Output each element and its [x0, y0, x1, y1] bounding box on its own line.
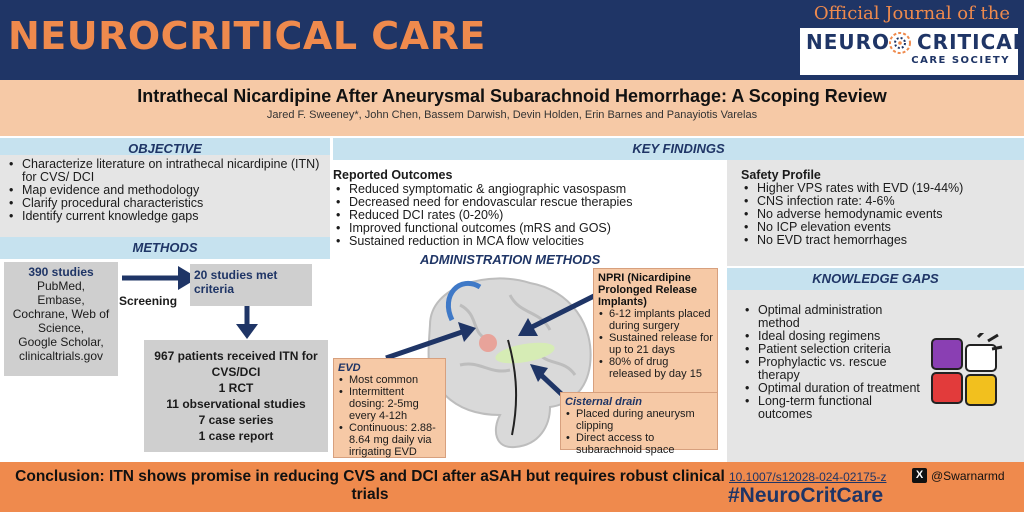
list-item: No adverse hemodynamic events	[741, 208, 1021, 222]
arrow-right-icon	[122, 266, 198, 290]
source-google-scholar: Google Scholar,	[18, 335, 104, 349]
list-item: Sustained reduction in MCA flow velociti…	[333, 235, 723, 249]
cisternal-title: Cisternal drain	[565, 396, 643, 408]
safety-profile: Safety Profile Higher VPS rates with EVD…	[741, 168, 1021, 247]
list-item: Decreased need for endovascular rescue t…	[333, 196, 723, 210]
evd-title: EVD	[338, 362, 361, 374]
conclusion-text: Conclusion: ITN shows promise in reducin…	[15, 468, 725, 503]
administration-methods-title: ADMINISTRATION METHODS	[420, 252, 601, 267]
evd-box: EVD Most common Intermittent dosing: 2-5…	[333, 358, 446, 458]
list-item: Clarify procedural characteristics	[6, 197, 324, 211]
screening-label: Screening	[119, 294, 178, 308]
title-band: Intrathecal Nicardipine After Aneurysmal…	[0, 80, 1024, 136]
list-item: Reduced symptomatic & angiographic vasos…	[333, 183, 723, 197]
society-logo: NEURO CRITICAL CARE SOCIETY	[800, 28, 1024, 75]
studies-count: 390 studies	[28, 265, 94, 279]
list-item: CNS infection rate: 4-6%	[741, 195, 1021, 209]
list-item: Map evidence and methodology	[6, 184, 324, 198]
list-item: Patient selection criteria	[742, 343, 924, 357]
list-item: No EVD tract hemorrhages	[741, 234, 1021, 248]
safety-list: Higher VPS rates with EVD (19-44%) CNS i…	[741, 182, 1021, 248]
official-journal-line: Official Journal of the	[813, 3, 1010, 24]
list-item: Optimal administration method	[742, 304, 924, 330]
rct-line: 1 RCT	[218, 381, 254, 395]
source-cochrane-wos: Cochrane, Web of Science,	[12, 307, 110, 335]
list-item: Optimal duration of treatment	[742, 382, 924, 396]
npri-box: NPRI (Nicardipine Prolonged Release Impl…	[593, 268, 718, 394]
source-embase: Embase,	[37, 293, 85, 307]
brain-network-icon	[889, 32, 911, 54]
list-item: Reduced DCI rates (0-20%)	[333, 209, 723, 223]
list-item: 6-12 implants placed during surgery	[598, 308, 713, 332]
patients-line: 967 patients received ITN for CVS/DCI	[154, 349, 318, 379]
list-item: Characterize literature on intrathecal n…	[6, 158, 324, 184]
cisternal-list: Placed during aneurysm clipping Direct a…	[565, 408, 713, 456]
outcomes-list: Reduced symptomatic & angiographic vasos…	[333, 183, 723, 249]
list-item: Continuous: 2.88-8.64 mg daily via irrig…	[338, 422, 441, 458]
source-clinicaltrials: clinicaltrials.gov	[18, 349, 104, 363]
list-item: Identify current knowledge gaps	[6, 210, 324, 224]
npri-title: NPRI (Nicardipine Prolonged Release Impl…	[598, 272, 698, 308]
reported-outcomes: Reported Outcomes Reduced symptomatic & …	[333, 168, 723, 248]
list-item: Most common	[338, 374, 441, 386]
arrow-down-icon	[236, 306, 258, 339]
npri-list: 6-12 implants placed during surgery Sust…	[598, 308, 713, 380]
footer-banner: Conclusion: ITN shows promise in reducin…	[0, 462, 1024, 512]
studies-source-box: 390 studies PubMed, Embase, Cochrane, We…	[4, 262, 118, 376]
evd-list: Most common Intermittent dosing: 2-5mg e…	[338, 374, 441, 458]
safety-title: Safety Profile	[741, 168, 821, 182]
key-findings-heading: KEY FINDINGS	[333, 138, 1024, 160]
list-item: Higher VPS rates with EVD (19-44%)	[741, 182, 1021, 196]
author-list: Jared F. Sweeney*, John Chen, Bassem Dar…	[266, 109, 758, 121]
list-item: Intermittent dosing: 2-5mg every 4-12h	[338, 386, 441, 422]
source-pubmed: PubMed,	[36, 279, 86, 293]
list-item: Ideal dosing regimens	[742, 330, 924, 344]
logo-society-text: CARE SOCIETY	[911, 55, 1010, 66]
doi-link[interactable]: 10.1007/s12028-024-02175-z	[729, 470, 887, 484]
case-report-line: 1 case report	[198, 429, 274, 443]
x-logo-icon: X	[912, 468, 927, 483]
cisternal-drain-box: Cisternal drain Placed during aneurysm c…	[560, 392, 718, 456]
journal-title: NEUROCRITICAL CARE	[8, 14, 486, 58]
list-item: Placed during aneurysm clipping	[565, 408, 713, 432]
list-item: No ICP elevation events	[741, 221, 1021, 235]
objective-heading: OBJECTIVE	[0, 138, 330, 160]
administration-arrows-icon	[385, 293, 596, 404]
list-item: Improved functional outcomes (mRS and GO…	[333, 222, 723, 236]
header-banner: NEUROCRITICAL CARE Official Journal of t…	[0, 0, 1024, 80]
list-item: Sustained release for up to 21 days	[598, 332, 713, 356]
methods-heading: METHODS	[0, 237, 330, 259]
logo-critical-text: CRITICAL	[917, 30, 1024, 54]
objective-list: Characterize literature on intrathecal n…	[6, 158, 324, 224]
social-handle[interactable]: @Swarnarmd	[931, 469, 1005, 483]
criteria-met-box: 20 studies met criteria	[190, 264, 312, 306]
article-title: Intrathecal Nicardipine After Aneurysmal…	[137, 86, 887, 106]
list-item: 80% of drug released by day 15	[598, 356, 713, 380]
knowledge-gaps-list: Optimal administration method Ideal dosi…	[742, 304, 924, 421]
patients-box: 967 patients received ITN for CVS/DCI 1 …	[144, 340, 328, 452]
knowledge-gaps-heading: KNOWLEDGE GAPS	[727, 268, 1024, 290]
outcomes-title: Reported Outcomes	[333, 168, 453, 182]
case-series-line: 7 case series	[198, 413, 274, 427]
logo-neuro-text: NEURO	[806, 30, 891, 54]
puzzle-icon	[931, 333, 1003, 406]
list-item: Long-term functional outcomes	[742, 395, 924, 421]
hashtag[interactable]: #NeuroCritCare	[728, 484, 884, 507]
list-item: Prophylactic vs. rescue therapy	[742, 356, 924, 382]
observational-line: 11 observational studies	[166, 397, 306, 411]
list-item: Direct access to subarachnoid space	[565, 432, 713, 456]
